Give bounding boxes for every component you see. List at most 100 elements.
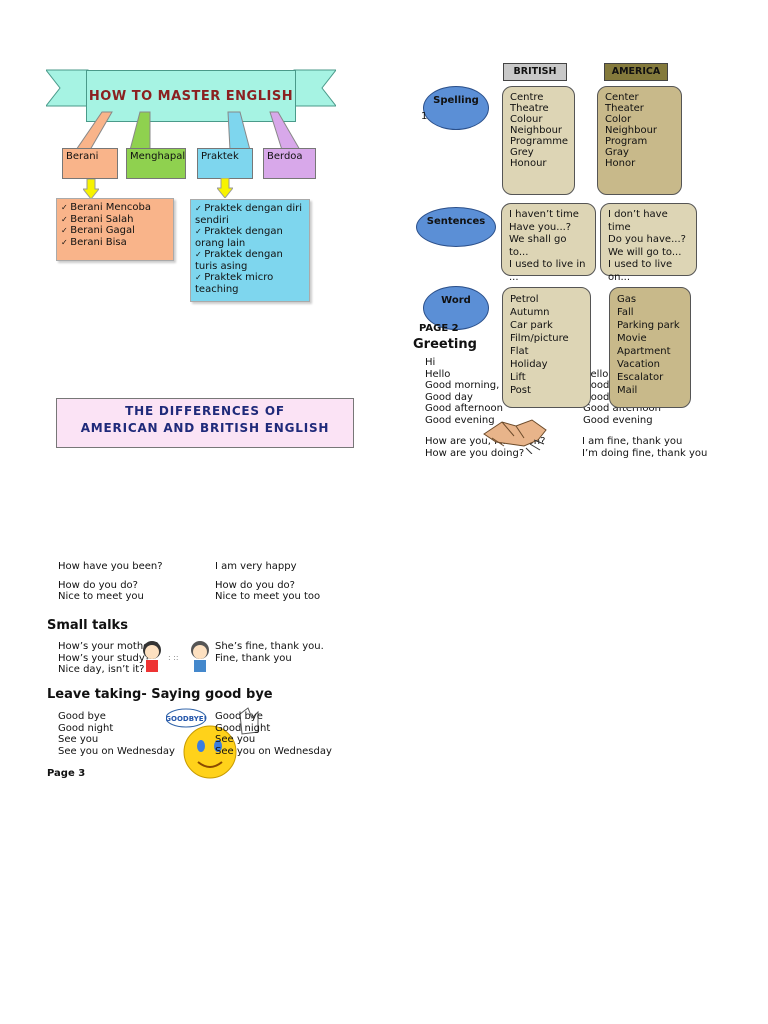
leave-taking-right: Good bye Good night See you See you on W… (215, 711, 332, 757)
list-item: Parking park (617, 320, 680, 331)
list-item: Praktek dengan turis asing (195, 249, 305, 272)
list-item: Good afternoon (425, 403, 503, 414)
list-item: Grey (510, 147, 534, 158)
banner-shape (46, 69, 336, 107)
category-praktek: Praktek (197, 148, 253, 179)
list-item: Centre (510, 92, 544, 103)
list-item: Nice day, isn’t it? (58, 664, 145, 675)
list-item: I used to live in ... (509, 259, 586, 283)
row-label-spelling: Spelling (423, 86, 489, 130)
list-item: Autumn (510, 307, 550, 318)
list-item: We shall go to... (509, 234, 567, 258)
list-item: Theater (605, 103, 644, 114)
list-item: Praktek dengan orang lain (195, 226, 305, 249)
page3-lines-left: How have you been? How do you do? Nice t… (58, 561, 163, 603)
differences-title-box: THE DIFFERENCES OF AMERICAN AND BRITISH … (56, 398, 354, 448)
list-item: Good bye (58, 711, 106, 722)
list-item: Vacation (617, 359, 660, 370)
goodbye-bubble-text: GOODBYE! (166, 715, 207, 723)
list-item: Petrol (510, 294, 539, 305)
greeting-left-list: Hi Hello Good morning, … Good day Good a… (425, 357, 512, 426)
list-item: Neighbour (605, 125, 658, 136)
differences-title-line2: AMERICAN AND BRITISH ENGLISH (80, 421, 330, 435)
list-item: Good afternoon (583, 403, 661, 414)
greeting-heading: Greeting (413, 337, 477, 352)
list-item: Apartment (617, 346, 671, 357)
list-item: Good night (215, 722, 271, 734)
list-item: Programme (510, 136, 569, 147)
list-item: Praktek micro teaching (195, 272, 305, 295)
list-item: How have you been? (58, 561, 163, 572)
list-item: Escalator (617, 372, 664, 383)
greeting-right-list: Hello Good Good Good afternoon Good even… (583, 357, 661, 426)
list-item: Good evening (583, 414, 653, 426)
list-item: Gas (617, 294, 637, 305)
page2-label: PAGE 2 (419, 323, 459, 334)
list-item: Film/picture (510, 333, 569, 344)
arrow-down-icon (217, 178, 233, 198)
list-item: Berani Bisa (61, 237, 169, 249)
small-talks-right: She’s fine, thank you. Fine, thank you (215, 641, 324, 664)
connector-lines (75, 111, 301, 151)
page3-label: Page 3 (47, 768, 86, 779)
word-america-box: Gas Fall Parking park Movie Apartment Va… (609, 287, 691, 408)
list-item: Berani Gagal (61, 225, 169, 237)
list-item: Honor (605, 158, 636, 169)
america-header: AMERICA (604, 63, 668, 81)
leave-taking-left: Good bye Good night See you See you on W… (58, 711, 175, 757)
banner-title: HOW TO MASTER ENGLISH (86, 70, 296, 122)
list-item: She’s fine, thank you. (215, 641, 324, 652)
list-item: Do you have...? (608, 234, 686, 245)
list-item: See you on Wednesday (215, 745, 332, 757)
list-item: Hello (583, 368, 609, 380)
small-talks-heading: Small talks (47, 618, 128, 633)
list-item: We will go to... (608, 246, 682, 258)
list-item: Good (583, 391, 610, 403)
list-item: Good (583, 380, 610, 391)
list-item: Gray (605, 147, 629, 158)
kids-talking-icon: : :: (143, 641, 209, 672)
page3-lines-right: I am very happy How do you do? Nice to m… (215, 561, 320, 603)
list-item: Berani Mencoba (61, 202, 169, 214)
list-item: How’s your study? (58, 652, 151, 664)
list-item: Color (605, 114, 632, 125)
differences-title-line1: THE DIFFERENCES OF (125, 404, 285, 418)
list-item: Good morning, … (425, 380, 513, 391)
list-item: Car park (510, 320, 553, 331)
list-item: Theatre (510, 103, 549, 114)
greeting-question-list: How are you, Mr Kokoh? How are you doing… (425, 436, 545, 459)
list-item: I used to live on... (608, 259, 673, 283)
list-item (58, 573, 163, 580)
list-item: Post (510, 385, 531, 396)
list-item: Good day (425, 391, 473, 403)
row-label-sentences: Sentences (416, 207, 496, 247)
list-item: Berani Salah (61, 214, 169, 226)
handshake-icon (483, 419, 547, 454)
list-item: Nice to meet you (58, 591, 144, 602)
list-item: Lift (510, 372, 526, 383)
list-item: Have you...? (509, 221, 572, 233)
list-item: Nice to meet you too (215, 591, 321, 602)
list-item: Praktek dengan diri sendiri (195, 203, 305, 226)
list-item: Fine, thank you (215, 652, 292, 664)
list-item: How are you doing? (425, 447, 525, 459)
praktek-list: Praktek dengan diri sendiri Praktek deng… (190, 199, 310, 302)
greeting-answer-list: I am fine, thank you I’m doing fine, tha… (582, 436, 707, 459)
word-british-box: Petrol Autumn Car park Film/picture Flat… (502, 287, 591, 408)
list-item: Good night (58, 722, 114, 734)
list-item: See you (58, 734, 99, 745)
spelling-british-box: Centre Theatre Colour Neighbour Programm… (502, 86, 575, 195)
category-berani: Berani (62, 148, 118, 179)
list-item: I’m doing fine, thank you (582, 447, 708, 459)
list-item: Good evening (425, 414, 495, 426)
list-item: Fall (617, 307, 634, 318)
list-item: Colour (510, 114, 543, 125)
list-item: How do you do? (58, 579, 138, 591)
small-talks-left: How’s your mother? How’s your study? Nic… (58, 641, 159, 676)
list-item: I am fine, thank you (582, 436, 683, 447)
list-item: See you (215, 734, 256, 745)
list-item: Movie (617, 333, 647, 344)
spelling-marker: 1 (421, 111, 428, 122)
row-label-word: Word (423, 286, 489, 330)
list-item: I haven’t time (509, 209, 579, 220)
